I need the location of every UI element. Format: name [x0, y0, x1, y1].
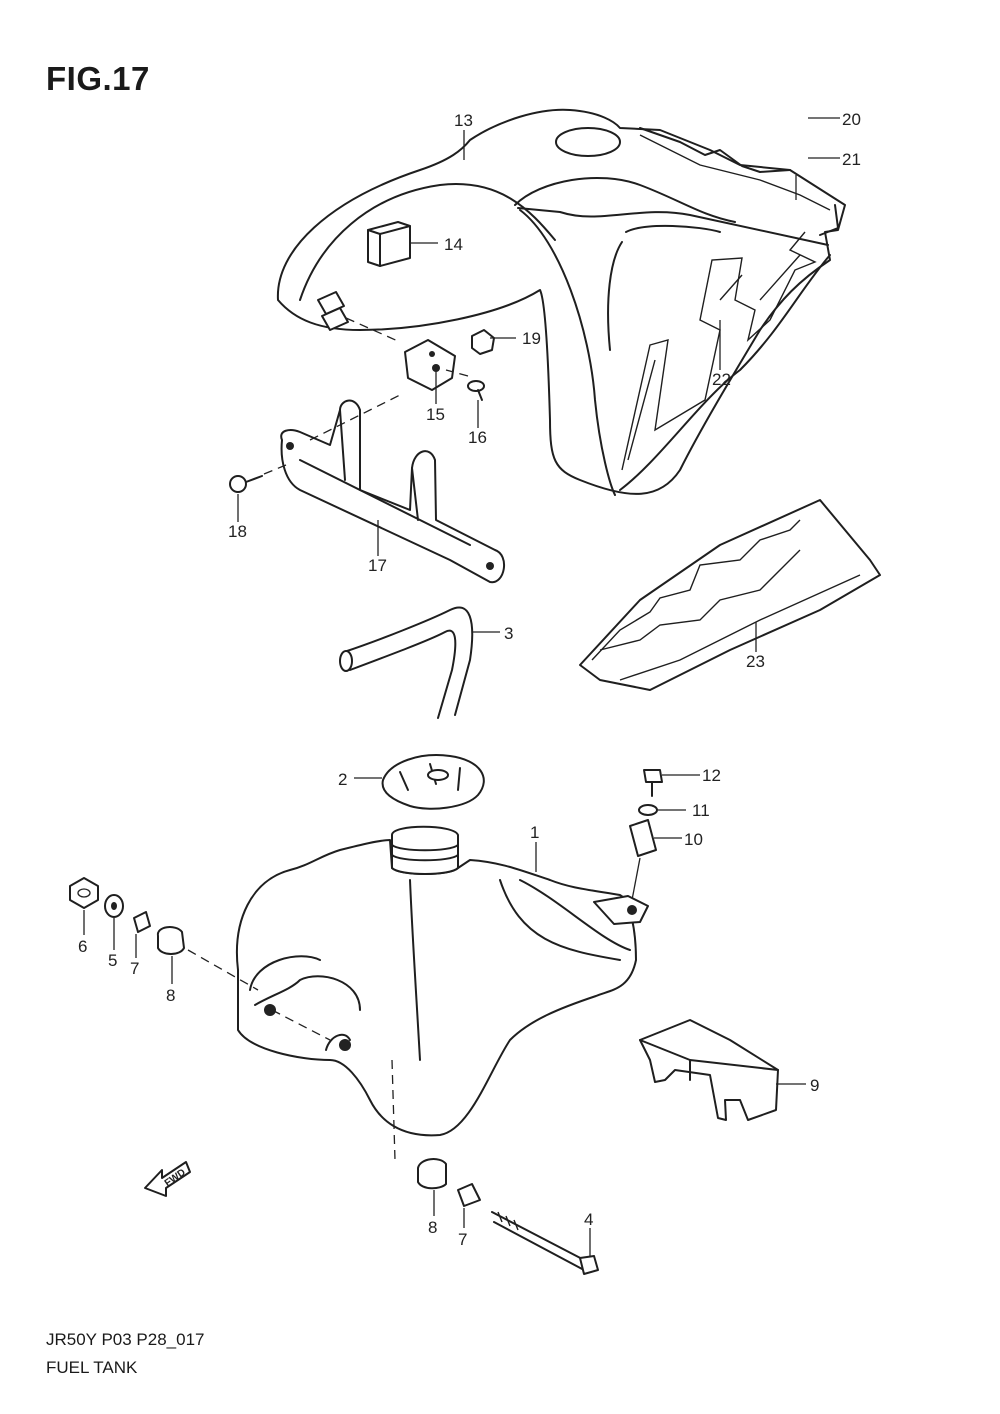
part-14-pad	[367, 221, 411, 267]
callout-11: 11	[692, 801, 710, 820]
callout-3: 3	[504, 624, 513, 643]
part-9-clamp	[639, 1019, 779, 1121]
part-15-bracket	[404, 339, 456, 391]
callout-12: 12	[702, 766, 721, 785]
callout-4: 4	[584, 1210, 593, 1229]
callout-2: 2	[338, 770, 347, 789]
part-8-grommet-left	[156, 926, 185, 955]
callout-17: 17	[368, 556, 387, 575]
callout-18: 18	[228, 522, 247, 541]
diagram-name: FUEL TANK	[46, 1358, 138, 1377]
part-10-collar	[629, 819, 657, 901]
callout-numbers: 13 20 21 14 19 22 15 16 18 17 3 23 2 12 …	[78, 110, 861, 1249]
callout-7-left: 7	[130, 959, 139, 978]
part-2-fuel-cap	[381, 754, 485, 810]
leader-lines	[83, 117, 840, 1256]
part-6-nut	[69, 877, 99, 909]
callout-9: 9	[810, 1076, 819, 1095]
part-19-nut	[471, 329, 495, 355]
callout-15: 15	[426, 405, 445, 424]
part-23-decal	[579, 499, 881, 691]
callout-21: 21	[842, 150, 861, 169]
callout-8-bottom: 8	[428, 1218, 437, 1237]
part-3-breather-hose	[339, 606, 474, 719]
part-7-collar-bottom	[457, 1183, 481, 1207]
part-13-tank-cover	[276, 108, 846, 496]
cover-spacer-tubes	[317, 291, 401, 343]
callout-1: 1	[530, 823, 539, 842]
callout-13: 13	[454, 111, 473, 130]
callout-19: 19	[522, 329, 541, 348]
callout-22: 22	[712, 370, 731, 389]
part-16-screw	[445, 369, 485, 401]
callout-7-bottom: 7	[458, 1230, 467, 1249]
callout-8-left: 8	[166, 986, 175, 1005]
part-1-fuel-tank	[236, 825, 649, 1137]
callout-10: 10	[684, 830, 703, 849]
figure-title: FIG.17	[46, 60, 150, 97]
callout-6: 6	[78, 937, 87, 956]
part-17-frame-bracket	[280, 394, 505, 584]
part-5-washer	[104, 894, 124, 918]
diagram-code: JR50Y P03 P28_017	[46, 1330, 205, 1349]
callout-5: 5	[108, 951, 117, 970]
fwd-arrow: FWD	[144, 1161, 191, 1197]
part-4-bolt	[491, 1211, 599, 1275]
part-7-collar-left	[133, 911, 151, 933]
callout-23: 23	[746, 652, 765, 671]
callout-14: 14	[444, 235, 463, 254]
part-8-grommet-bottom	[417, 1158, 447, 1190]
callout-20: 20	[842, 110, 861, 129]
part-11-washer	[638, 804, 658, 816]
callout-16: 16	[468, 428, 487, 447]
part-18-screw	[229, 464, 287, 493]
part-12-bolt	[643, 769, 663, 797]
